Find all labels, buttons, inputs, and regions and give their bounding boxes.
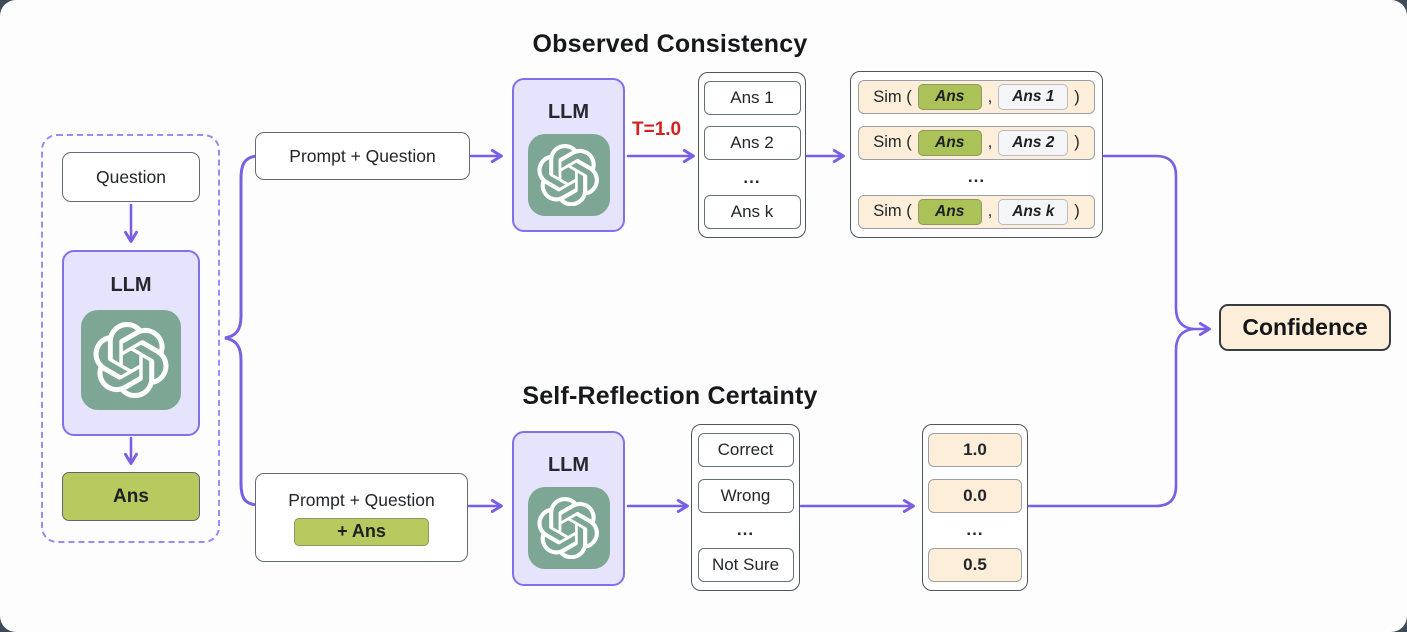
split-brace <box>224 154 259 507</box>
plus-ans-chip: + Ans <box>294 517 429 546</box>
list-item: Wrong <box>697 478 794 513</box>
ans-i-chip: Ans k <box>998 198 1069 225</box>
ans-box: Ans <box>62 472 200 521</box>
sim-prefix: Sim ( <box>873 133 912 152</box>
ans-i-chip: Ans 2 <box>998 129 1069 156</box>
ans-i-chip: Ans 1 <box>998 84 1069 110</box>
list-item: Not Sure <box>697 547 794 582</box>
openai-logo-icon <box>527 134 610 216</box>
wire-sim-to-merge <box>1102 154 1195 331</box>
list-item: Ans k <box>703 194 801 229</box>
sim-row: Sim ( Ans , Ans 1 ) <box>858 80 1095 114</box>
sim-suffix: ) <box>1074 202 1080 221</box>
sim-suffix: ) <box>1074 133 1080 152</box>
similarity-list: Sim ( Ans , Ans 1 ) Sim ( Ans , Ans 2 ) … <box>850 71 1103 238</box>
sampled-answers-list: Ans 1 Ans 2 ... Ans k <box>698 72 806 238</box>
score-item: 0.0 <box>928 478 1022 513</box>
list-item: Correct <box>697 433 794 467</box>
llm-box-bottom: LLM <box>512 431 625 586</box>
llm-label: LLM <box>547 101 590 123</box>
ans-chip: Ans <box>917 129 982 156</box>
ans-chip: Ans <box>917 198 982 225</box>
sim-prefix: Sim ( <box>873 87 912 106</box>
self-reflection-options-list: Correct Wrong ... Not Sure <box>691 424 800 591</box>
title-observed-consistency: Observed Consistency <box>532 30 808 58</box>
certainty-scores-list: 1.0 0.0 ... 0.5 <box>922 424 1028 591</box>
llm-box-top: LLM <box>512 78 625 232</box>
title-self-reflection-certainty: Self-Reflection Certainty <box>522 382 818 410</box>
confidence-box: Confidence <box>1219 304 1391 351</box>
wire-scores-to-merge <box>1027 327 1195 508</box>
llm-box-left: LLM <box>62 250 200 436</box>
list-item: Ans 2 <box>703 126 801 161</box>
sim-comma: , <box>987 133 993 152</box>
ellipsis: ... <box>967 167 986 187</box>
left-panel <box>41 134 220 543</box>
prompt-question-box-top: Prompt + Question <box>255 132 470 180</box>
llm-label: LLM <box>547 454 590 476</box>
sim-comma: , <box>987 87 993 106</box>
ellipsis: ... <box>743 167 761 187</box>
ans-chip: Ans <box>917 84 982 110</box>
sim-row: Sim ( Ans , Ans 2 ) <box>858 125 1095 160</box>
sim-row: Sim ( Ans , Ans k ) <box>858 194 1095 229</box>
question-box: Question <box>62 152 200 202</box>
temperature-label: T=1.0 <box>632 119 682 140</box>
openai-logo-icon <box>81 310 181 410</box>
sim-comma: , <box>987 202 993 221</box>
ellipsis: ... <box>966 520 984 540</box>
llm-label: LLM <box>110 274 152 296</box>
sim-prefix: Sim ( <box>873 202 912 221</box>
score-item: 0.5 <box>928 547 1022 582</box>
prompt-text: Prompt + Question <box>288 489 435 510</box>
openai-logo-icon <box>527 487 610 569</box>
list-item: Ans 1 <box>703 81 801 115</box>
sim-suffix: ) <box>1074 87 1080 106</box>
score-item: 1.0 <box>928 433 1022 467</box>
ellipsis: ... <box>736 520 755 540</box>
prompt-question-ans-box: Prompt + Question + Ans <box>255 473 468 562</box>
